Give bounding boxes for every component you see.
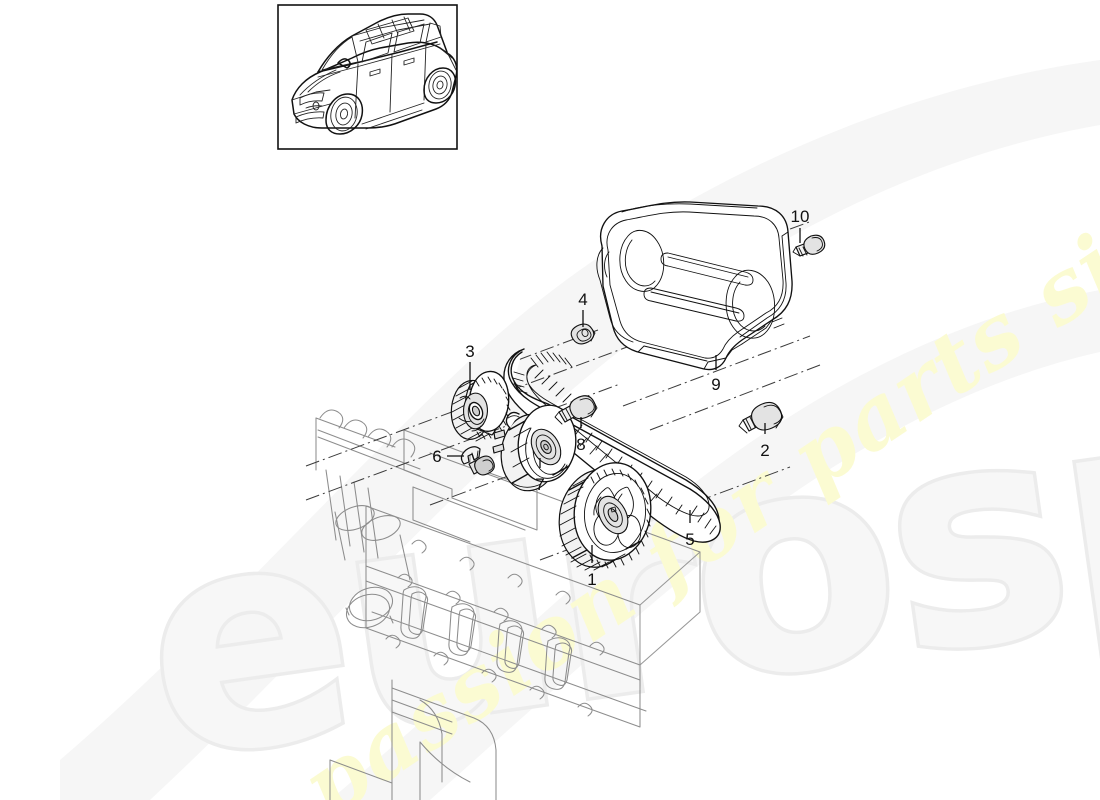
callout-1-label: 1: [587, 570, 596, 589]
callout-4[interactable]: 4: [578, 290, 588, 327]
callout-4-label: 4: [578, 290, 587, 309]
callout-7-label: 7: [535, 475, 544, 494]
part-cover-mounting-bolt[interactable]: [792, 234, 826, 257]
callout-10[interactable]: 10: [791, 207, 810, 243]
ghost-lower-housing: [329, 679, 497, 800]
callout-7[interactable]: 7: [535, 458, 545, 494]
ghost-bolt-bosses: [385, 539, 605, 717]
sprocket-teeth: [451, 380, 490, 442]
callout-6[interactable]: 6: [432, 447, 464, 466]
callouts: 1 2 3 4 5: [432, 207, 809, 589]
part-hex-flange-bolt[interactable]: [738, 401, 784, 434]
watermark-swoosh: [60, 60, 1100, 800]
callout-8-label: 8: [576, 435, 585, 454]
part-nut-washer[interactable]: [570, 323, 596, 345]
callout-2-label: 2: [760, 441, 769, 460]
part-idler-sprocket[interactable]: [450, 370, 511, 442]
callout-8[interactable]: 8: [576, 417, 586, 454]
vehicle-thumbnail-artwork: [291, 13, 457, 135]
watermark-swoosh-2: [330, 290, 1100, 800]
ghost-engine-cylinder-head: [315, 409, 701, 800]
callout-5-label: 5: [685, 530, 694, 549]
part-timing-belt-cover[interactable]: [596, 201, 793, 371]
part-tensioner-pulley[interactable]: [492, 404, 577, 492]
callout-9[interactable]: 9: [711, 355, 721, 394]
callout-3[interactable]: 3: [465, 342, 475, 390]
callout-6-label: 6: [432, 447, 441, 466]
callout-1[interactable]: 1: [587, 545, 597, 589]
part-eccentric-adjuster-key[interactable]: [460, 446, 495, 476]
part-camshaft-sprocket[interactable]: [558, 462, 652, 571]
callout-5[interactable]: 5: [685, 510, 695, 549]
ghost-cam-lobe-cutouts: [400, 586, 573, 690]
callout-3-label: 3: [465, 342, 474, 361]
belt-span-ribs: [534, 369, 572, 403]
vehicle-thumbnail[interactable]: [277, 4, 458, 150]
callout-2[interactable]: 2: [760, 423, 770, 460]
camshaft-sprocket-teeth: [559, 468, 651, 571]
part-tensioner-bolt[interactable]: [554, 395, 598, 425]
callout-9-label: 9: [711, 375, 720, 394]
ghost-oil-filler-bore: [345, 586, 394, 629]
callout-10-label: 10: [791, 207, 810, 226]
